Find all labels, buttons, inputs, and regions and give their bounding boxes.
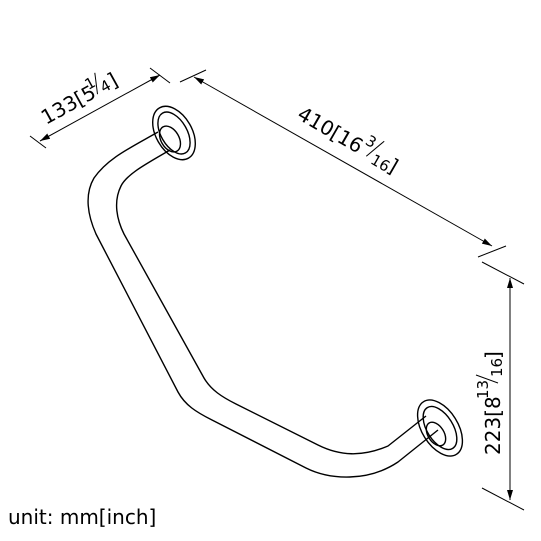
dim-length-num: 3: [362, 131, 379, 151]
dim-height-whole: 223[8: [481, 396, 505, 455]
dim-line-depth: [39, 74, 161, 142]
unit-label: unit: mm[inch]: [8, 505, 157, 529]
ext-line-length-a: [179, 69, 207, 83]
grab-bar: [87, 131, 439, 478]
dim-label-height: 223[8 13 16 ]: [474, 351, 506, 455]
dim-height-den: 16: [488, 358, 506, 377]
ext-line-height-top: [481, 261, 525, 285]
upper-flange: [152, 105, 196, 161]
dim-height-num: 13: [474, 380, 492, 399]
dim-label-length: 410[16 3 16 ]: [294, 102, 403, 179]
bar-inner-edge: [115, 149, 427, 455]
dim-label-depth: 133[5 1 4 ]: [37, 68, 122, 130]
dimension-lines: [29, 67, 525, 511]
dim-length-whole: 410[16: [294, 102, 368, 159]
dim-height-close: ]: [481, 351, 505, 359]
ext-line-depth-a: [29, 135, 47, 149]
ext-line-length-b: [477, 245, 507, 258]
ext-line-height-bottom: [481, 487, 525, 511]
lower-flange: [416, 399, 464, 457]
dim-line-length: [193, 76, 493, 247]
bar-outer-edge: [87, 131, 439, 478]
